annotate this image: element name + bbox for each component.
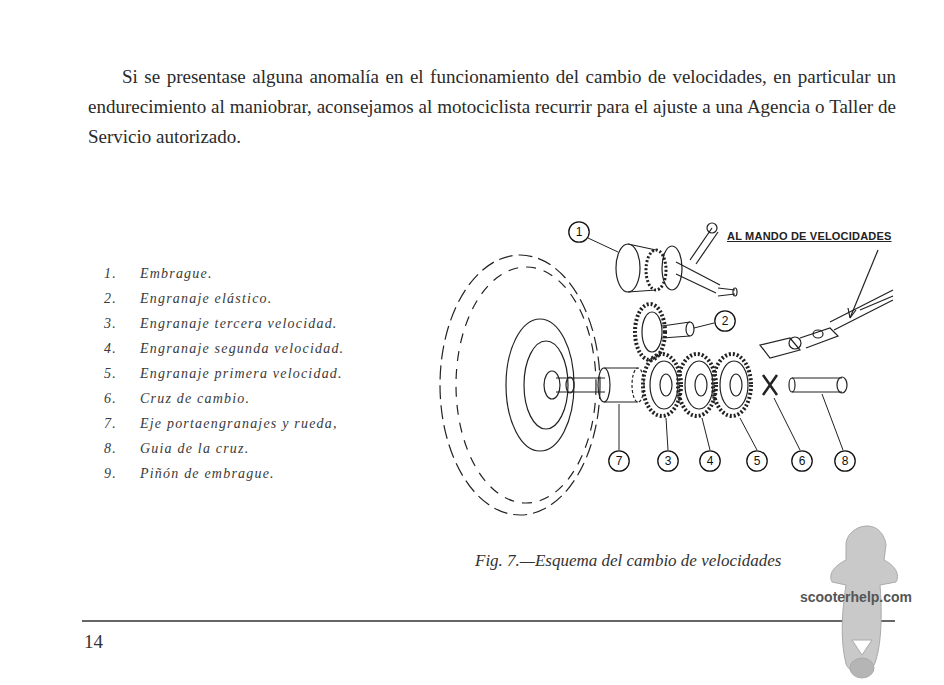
callout-number: 1 xyxy=(568,221,590,243)
callout-number: 7 xyxy=(608,450,630,472)
part-name: Eje portaengranajes y rueda, xyxy=(140,416,338,432)
page-rule xyxy=(82,620,895,622)
part-name: Engranaje primera velocidad. xyxy=(140,366,343,382)
callout-circle-shape xyxy=(609,451,629,471)
part-name: Engranaje tercera velocidad. xyxy=(140,316,338,332)
callout-number: 8 xyxy=(834,450,856,472)
callout-number: 2 xyxy=(714,310,736,332)
part-name: Embrague. xyxy=(140,266,213,282)
selector-cable xyxy=(760,290,893,358)
callout-number: 3 xyxy=(657,450,679,472)
gear-carrier-end xyxy=(632,368,644,402)
cross-guide xyxy=(789,377,847,393)
callout-number: 6 xyxy=(791,450,813,472)
page-number: 14 xyxy=(84,631,103,653)
part-name: Engranaje segunda velocidad. xyxy=(140,341,344,357)
gear-carrier xyxy=(604,368,638,402)
legend-number: 8. xyxy=(104,441,117,457)
wheel-hub-inner xyxy=(524,341,568,429)
legend-number: 4. xyxy=(104,341,117,357)
part-name: Cruz de cambio. xyxy=(140,391,250,407)
arrow-head xyxy=(848,308,856,318)
wheel-outline xyxy=(440,255,600,515)
callout-circle-shape xyxy=(658,451,678,471)
callout-circle: 7 xyxy=(608,450,630,472)
callout-circle-shape xyxy=(569,222,589,242)
gear-carrier-end xyxy=(598,368,610,402)
callout-circle-shape xyxy=(835,451,855,471)
part-name: Piñón de embrague. xyxy=(140,466,275,482)
hub-nut xyxy=(544,371,560,399)
wheel-rim xyxy=(456,267,596,503)
gear-third xyxy=(643,354,681,416)
part-name: Engranaje elástico. xyxy=(140,291,272,307)
legend-number: 1. xyxy=(104,266,117,282)
gear-second xyxy=(678,354,716,416)
callout-circle: 8 xyxy=(834,450,856,472)
legend-number: 6. xyxy=(104,391,117,407)
callout-circle: 5 xyxy=(746,450,768,472)
callout-circle: 2 xyxy=(714,310,736,332)
legend-number: 9. xyxy=(104,466,117,482)
leader-line xyxy=(850,250,878,318)
callout-circle: 4 xyxy=(699,450,721,472)
clutch xyxy=(616,223,737,296)
callout-circle-shape xyxy=(747,451,767,471)
callout-circle: 3 xyxy=(657,450,679,472)
part-name: Guia de la cruz. xyxy=(140,441,249,457)
legend-number: 2. xyxy=(104,291,117,307)
figure-caption: Fig. 7.—Esquema del cambio de velocidade… xyxy=(475,551,781,571)
callout-number: 4 xyxy=(699,450,721,472)
watermark: scooterhelp.com xyxy=(800,589,912,605)
legend-number: 7. xyxy=(104,416,117,432)
gear-first xyxy=(713,354,751,416)
shift-cross xyxy=(763,375,777,395)
callout-circle: 1 xyxy=(568,221,590,243)
wheel-hub xyxy=(506,319,574,451)
callout-circle-shape xyxy=(715,311,735,331)
control-label: AL MANDO DE VELOCIDADES xyxy=(727,230,892,242)
callout-number: 5 xyxy=(746,450,768,472)
legend-number: 3. xyxy=(104,316,117,332)
leader-lines xyxy=(588,238,843,450)
gear-elastic xyxy=(635,304,694,360)
legend-number: 5. xyxy=(104,366,117,382)
callout-circle-shape xyxy=(792,451,812,471)
shaft-collar xyxy=(566,377,574,393)
body-paragraph: Si se presentase alguna anomalía en el f… xyxy=(88,62,896,152)
callout-circle: 6 xyxy=(791,450,813,472)
callout-circle-shape xyxy=(700,451,720,471)
